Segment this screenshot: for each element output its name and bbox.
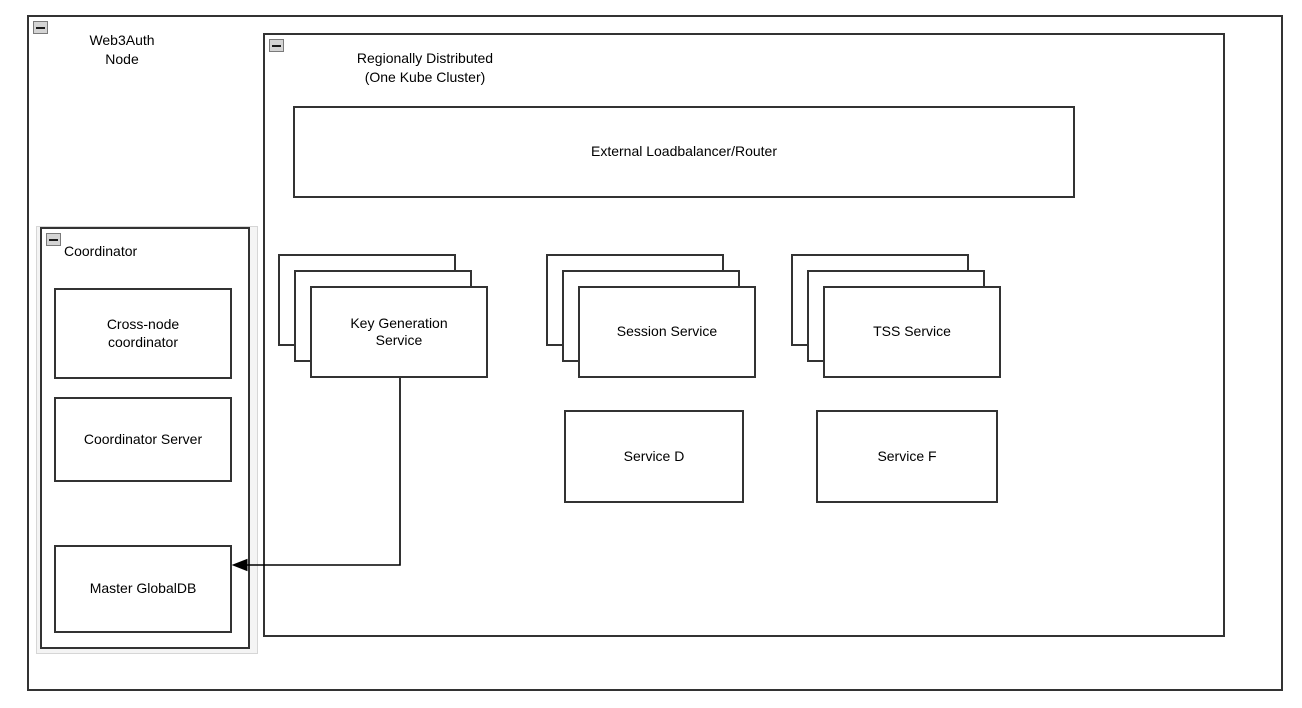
service-d-box[interactable]: Service D — [564, 410, 744, 503]
service-d-label: Service D — [623, 447, 685, 464]
group-coordinator-label: Coordinator — [64, 243, 138, 259]
stack-layer-front[interactable]: Session Service — [578, 286, 756, 378]
external-loadbalancer-box[interactable]: External Loadbalancer/Router — [293, 106, 1075, 198]
coordinator-server-box[interactable]: Coordinator Server — [54, 397, 232, 482]
external-loadbalancer-label: External Loadbalancer/Router — [590, 143, 777, 160]
connector-arrowhead — [231, 558, 248, 572]
coordinator-server-label: Coordinator Server — [83, 430, 203, 447]
stack-tss-service[interactable]: TSS Service — [791, 254, 1001, 384]
stack-layer-front[interactable]: TSS Service — [823, 286, 1001, 378]
stack-key-generation-service[interactable]: Key Generation Service — [278, 254, 488, 384]
cross-node-coordinator-box[interactable]: Cross-node coordinator — [54, 288, 232, 379]
group-kube-cluster-label: Regionally Distributed (One Kube Cluster… — [356, 50, 494, 85]
connector-path — [240, 378, 401, 566]
collapse-minus-icon[interactable] — [46, 233, 61, 246]
service-f-box[interactable]: Service F — [816, 410, 998, 503]
stack-session-service[interactable]: Session Service — [546, 254, 756, 384]
stack-layer-front[interactable]: Key Generation Service — [310, 286, 488, 378]
collapse-minus-icon[interactable] — [269, 39, 284, 52]
cross-node-coordinator-label: Cross-node coordinator — [106, 316, 180, 350]
collapse-minus-icon[interactable] — [33, 21, 48, 34]
service-f-label: Service F — [877, 447, 937, 464]
group-web3auth-node-label: Web3Auth Node — [89, 32, 155, 67]
master-globaldb-box[interactable]: Master GlobalDB — [54, 545, 232, 633]
master-globaldb-label: Master GlobalDB — [89, 580, 197, 597]
